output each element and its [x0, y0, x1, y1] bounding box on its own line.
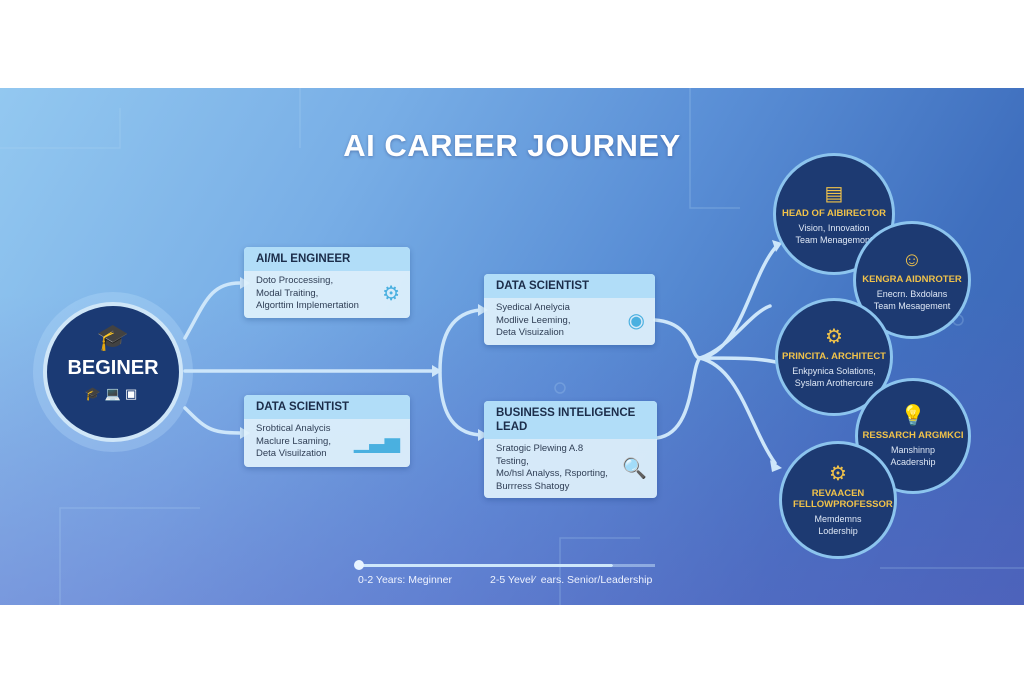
- circle-title: KENGRA AIDNROTER: [862, 273, 962, 285]
- card-title: BUSINESS INTELIGENCE LEAD: [484, 401, 657, 439]
- circle-line: Manshinnp: [890, 444, 936, 455]
- circle-line: Memdemns: [814, 514, 862, 524]
- page-title: AI CAREER JOURNEY: [343, 128, 681, 163]
- arrow-start-to-aiml: [183, 281, 242, 340]
- cog-icon: ⚙: [829, 463, 847, 485]
- arrow-merge: [653, 318, 702, 440]
- card-aiml-engineer: AI/ML ENGINEER Doto Proccessing,Modal Tr…: [244, 247, 410, 318]
- certificate-icon: ▣: [125, 386, 142, 401]
- card-line: Doto Proccessing,: [256, 275, 334, 286]
- bar-chart-icon: ▁▃▅: [353, 431, 400, 453]
- card-bi-lead: BUSINESS INTELIGENCE LEAD Sratogic Plewi…: [484, 401, 657, 498]
- circle-line: Syslam Arothercure: [794, 377, 874, 388]
- circle-line: Team Mesagement: [873, 300, 951, 311]
- arrow-start-to-ds: [183, 406, 242, 435]
- graduation-cap-icon: 🎓: [84, 386, 105, 401]
- magnifier-icon: 🔍: [622, 457, 647, 480]
- lightbulb-icon: 💡: [900, 404, 926, 427]
- card-title: AI/ML ENGINEER: [244, 247, 410, 271]
- circle-title: REVAACEN FELLOWPROFESSOR: [793, 488, 893, 510]
- timeline-label-end: 2-5 Yevel⁄ ears. Senior/Leadership: [490, 574, 653, 586]
- card-line: Modlive Leeming,: [496, 314, 571, 326]
- team-icon: ☺: [901, 248, 923, 271]
- card-title: DATA SCIENTIST: [484, 274, 655, 298]
- beginner-circle: 🎓 BEGINER 🎓💻▣: [43, 302, 183, 442]
- arrow-split: [438, 308, 482, 437]
- circle-line: Enecrn. Bxdolans: [876, 288, 948, 299]
- timeline-label-start: 0-2 Years: Meginner: [358, 574, 452, 586]
- circle-line: Vision, Innovation: [798, 222, 870, 233]
- circle-line: Team Menagemont: [795, 234, 873, 245]
- gears-icon: ⚙: [382, 283, 400, 305]
- card-line: Deta Visuilzation: [256, 448, 327, 459]
- document-icon: ▤: [824, 182, 844, 205]
- circle-line: Acadership: [890, 456, 936, 467]
- card-line: Mo/hsl Analyss, Rsporting,: [496, 468, 608, 479]
- gear-icon: ⚙: [825, 325, 843, 348]
- card-line: Modal Traiting,: [256, 287, 319, 299]
- card-title: DATA SCIENTIST: [244, 395, 410, 419]
- card-line: Sratogic Plewing A.8 Testing,: [496, 443, 584, 467]
- arrow-fan: [698, 246, 782, 465]
- circle-line: Lodership: [818, 526, 858, 536]
- graduation-cap-icon: 🎓: [96, 322, 130, 352]
- beginner-label: BEGINER: [67, 357, 159, 379]
- circle-title: HEAD OF AIBIRECTOR: [782, 207, 886, 219]
- circle-line: Enkpynica Solations,: [792, 365, 876, 376]
- laptop-icon: 💻: [104, 386, 126, 401]
- timeline-marker: [354, 560, 364, 570]
- card-line: Burrress Shatogy: [496, 480, 570, 492]
- card-line: Deta Visuizalion: [496, 327, 564, 338]
- circle-title: PRINCITA. ARCHITECT: [782, 350, 886, 362]
- card-line: Maclure Lsaming,: [256, 435, 331, 447]
- infographic: AI CAREER JOURNEY 🎓 BEGINER 🎓💻▣ AI/ML EN…: [0, 88, 1024, 605]
- brain-icon: ◉: [627, 310, 645, 332]
- circle-title: RESSARCH ARGMKCI: [862, 429, 964, 441]
- timeline-bar: [354, 560, 655, 570]
- card-line: Algorttim Implemertation: [256, 300, 359, 311]
- card-line: Srobtical Analycis: [256, 423, 331, 434]
- card-line: Syedical Anelycia: [496, 302, 570, 313]
